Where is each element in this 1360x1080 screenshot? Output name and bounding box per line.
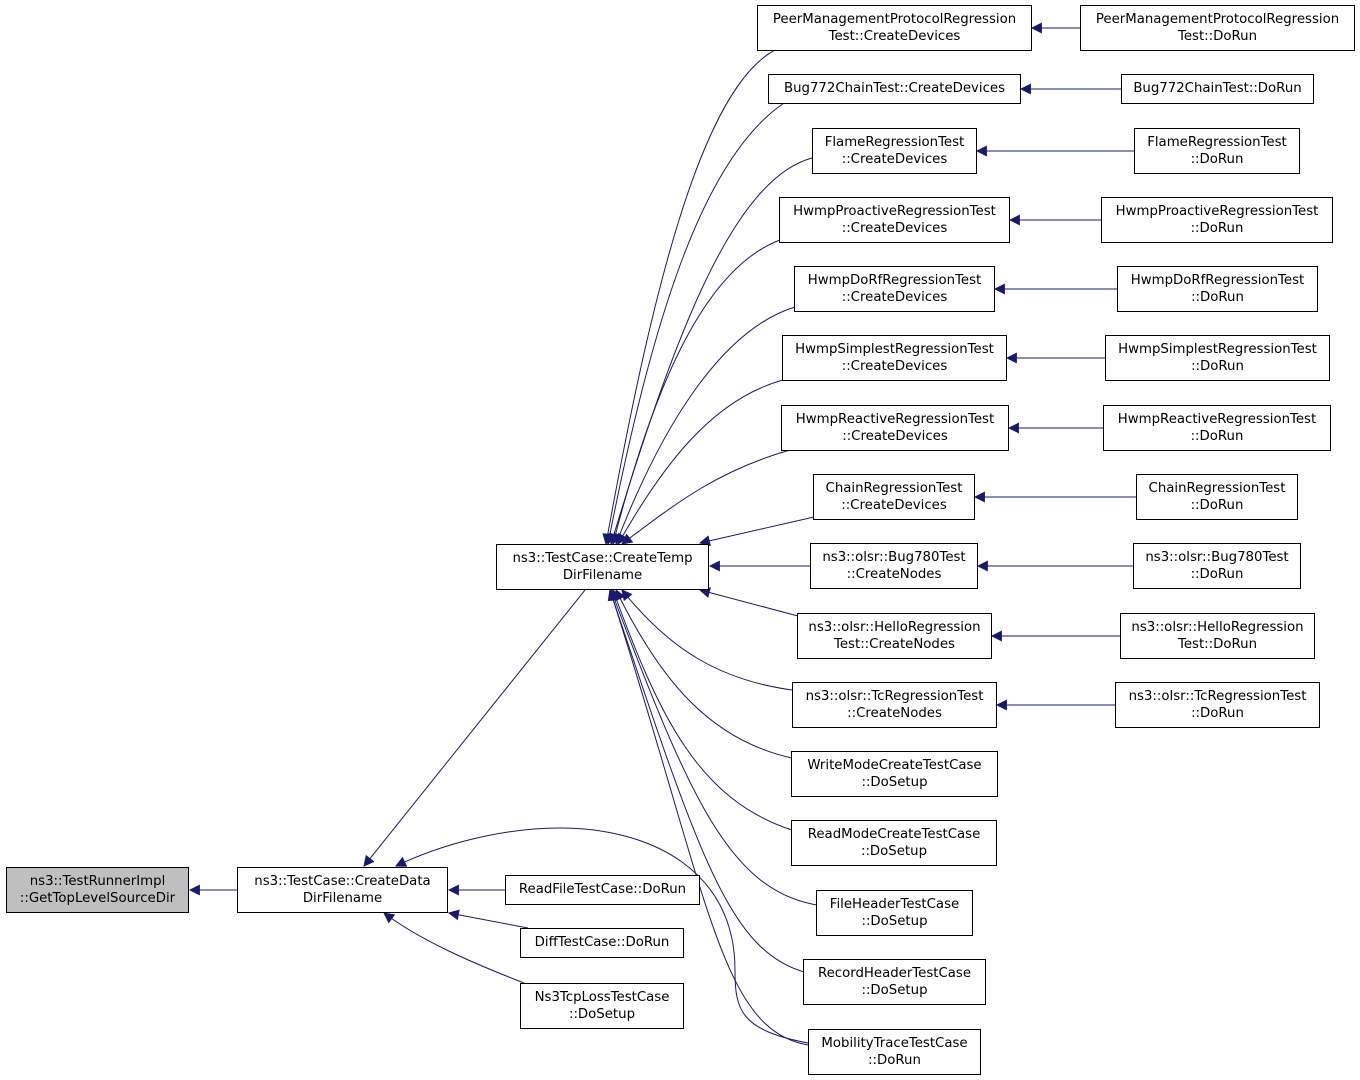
node-mobility[interactable]: MobilityTraceTestCase::DoRun [808,1029,981,1075]
edge-createtemp-to-createdata [363,589,586,867]
node-bug780-run[interactable]: ns3::olsr::Bug780Test::DoRun [1133,543,1301,589]
edge-recordheader-to-createtemp [607,588,805,973]
node-readfile[interactable]: ReadFileTestCase::DoRun [505,875,700,905]
edge-pmp-cd-to-createtemp [602,49,776,546]
edge-hello-cn-to-createtemp [698,587,799,617]
node-tc-cn[interactable]: ns3::olsr::TcRegressionTest::CreateNodes [792,682,997,728]
node-chain-cd[interactable]: ChainRegressionTest::CreateDevices [813,474,975,520]
edge-readmode-to-createtemp [611,588,793,831]
node-flame-run[interactable]: FlameRegressionTest::DoRun [1134,128,1300,174]
edge-tc-cn-to-createtemp [621,589,793,691]
node-hwmpsim-cd[interactable]: HwmpSimplestRegressionTest::CreateDevice… [782,335,1007,381]
node-chain-run[interactable]: ChainRegressionTest::DoRun [1136,474,1298,520]
edge-mobility-to-createtemp [607,588,809,1046]
edge-writemode-to-createtemp [615,589,793,759]
node-difftest[interactable]: DiffTestCase::DoRun [520,928,684,958]
edge-ns3tcploss-to-createdata [383,912,525,984]
edge-difftest-to-createdata [447,909,529,929]
node-bug772-run[interactable]: Bug772ChainTest::DoRun [1121,74,1314,104]
node-bug780-cn[interactable]: ns3::olsr::Bug780Test::CreateNodes [810,543,978,589]
node-fileheader[interactable]: FileHeaderTestCase::DoSetup [816,890,973,936]
node-bug772-cd[interactable]: Bug772ChainTest::CreateDevices [768,74,1021,104]
node-hwmpdorf-cd[interactable]: HwmpDoRfRegressionTest::CreateDevices [794,266,995,312]
edge-chain-cd-to-createtemp [698,516,815,547]
node-hwmpdorf-run[interactable]: HwmpDoRfRegressionTest::DoRun [1117,266,1318,312]
node-tc-run[interactable]: ns3::olsr::TcRegressionTest::DoRun [1115,682,1320,728]
node-ns3tcploss[interactable]: Ns3TcpLossTestCase::DoSetup [520,983,684,1029]
node-readmode[interactable]: ReadModeCreateTestCase::DoSetup [791,820,997,866]
node-root[interactable]: ns3::TestRunnerImpl::GetTopLevelSourceDi… [6,867,189,913]
node-hwmpreact-run[interactable]: HwmpReactiveRegressionTest::DoRun [1103,405,1331,451]
node-hwmpsim-run[interactable]: HwmpSimplestRegressionTest::DoRun [1105,335,1330,381]
node-writemode[interactable]: WriteModeCreateTestCase::DoSetup [791,751,998,797]
node-hwmppro-run[interactable]: HwmpProactiveRegressionTest::DoRun [1101,197,1333,243]
node-hwmppro-cd[interactable]: HwmpProactiveRegressionTest::CreateDevic… [779,197,1010,243]
node-recordheader[interactable]: RecordHeaderTestCase::DoSetup [803,959,986,1005]
edge-hwmppro-cd-to-createtemp [610,239,781,546]
node-hwmpreact-cd[interactable]: HwmpReactiveRegressionTest::CreateDevice… [781,405,1009,451]
edge-fileheader-to-createtemp [609,588,818,906]
edge-hwmpreact-cd-to-createtemp [621,449,791,545]
edge-hwmpdorf-cd-to-createtemp [614,306,796,546]
edge-hwmpsim-cd-to-createtemp [617,379,784,545]
edge-mobility-to-createdata [395,827,809,1044]
node-flame-cd[interactable]: FlameRegressionTest::CreateDevices [812,128,977,174]
edge-bug772-cd-to-createtemp [604,102,785,546]
